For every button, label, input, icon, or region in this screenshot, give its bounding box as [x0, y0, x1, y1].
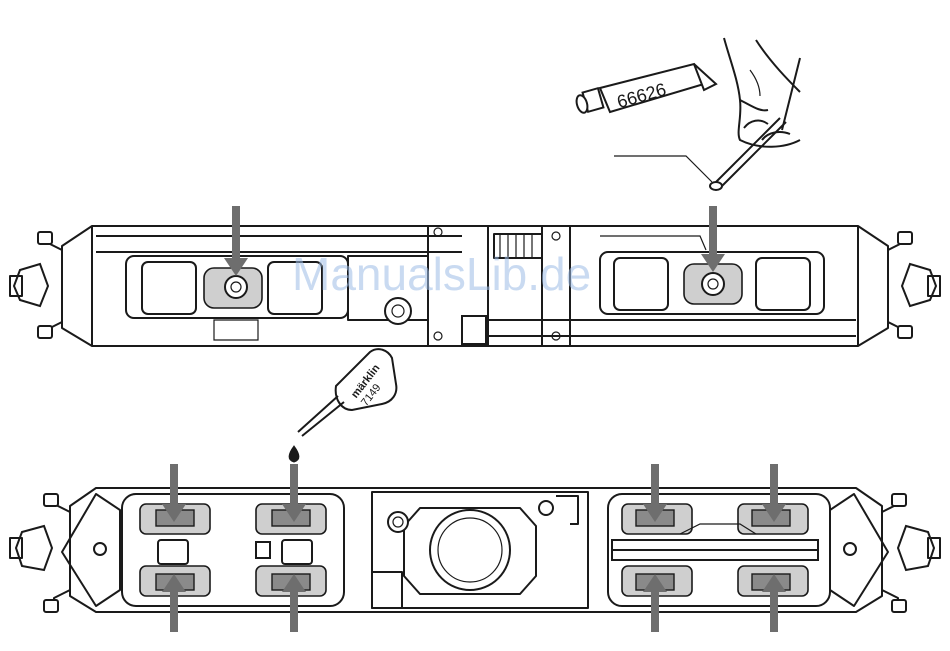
- watermark: ManualsLib.de: [292, 248, 591, 300]
- oil-bottle-icon: märklin 7149: [298, 349, 396, 436]
- arrow-down-icon: [224, 206, 248, 276]
- grease-tube-icon: 66626: [575, 64, 716, 114]
- arrow-down-icon: [701, 206, 725, 272]
- grease-applicator: [614, 118, 786, 190]
- lower-chassis: [10, 488, 940, 612]
- oil-drop-icon: [289, 446, 299, 462]
- hand-icon: [724, 38, 800, 147]
